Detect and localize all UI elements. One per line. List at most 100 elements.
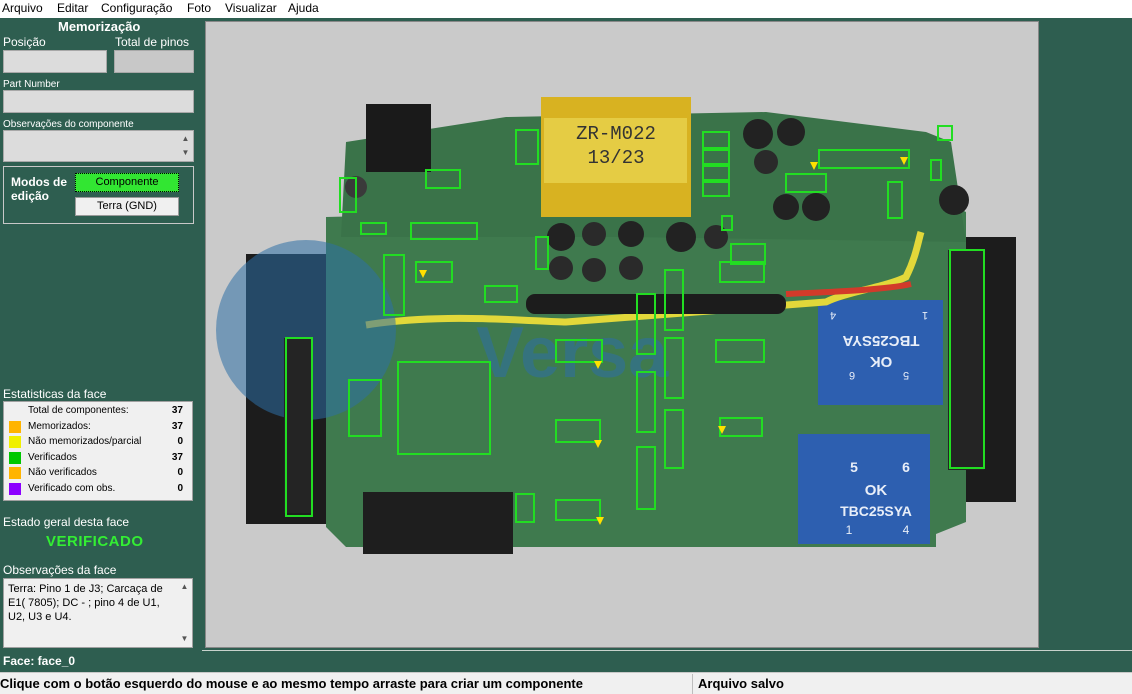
- component-box[interactable]: [702, 181, 730, 197]
- component-box[interactable]: [818, 149, 910, 169]
- face-stats-box: Total de componentes: 37 Memorizados: 37…: [3, 401, 193, 501]
- menu-foto[interactable]: Foto: [187, 1, 212, 15]
- position-label: Posição: [3, 35, 46, 49]
- relay-upper-ok: OK: [870, 353, 893, 370]
- capacitor: [549, 256, 573, 280]
- relay-lower-pin-1: 1: [846, 523, 853, 537]
- component-box[interactable]: [702, 149, 730, 165]
- component-box[interactable]: [702, 131, 730, 149]
- component-box[interactable]: [285, 337, 313, 517]
- component-box[interactable]: [785, 173, 827, 193]
- component-box[interactable]: [397, 361, 491, 455]
- watermark-logo: [216, 240, 396, 420]
- scroll-up-icon[interactable]: ▲: [181, 134, 190, 143]
- component-obs-label: Observações do componente: [3, 119, 134, 130]
- pcb-photo-canvas[interactable]: ZR-M022 13/23 TBC25SYA OK 4 1 6: [205, 21, 1039, 648]
- stat-value: 0: [177, 436, 183, 447]
- component-box[interactable]: [339, 177, 357, 213]
- stat-value: 37: [171, 421, 183, 432]
- face-obs-field[interactable]: Terra: Pino 1 de J3; Carcaça de E1( 7805…: [3, 578, 193, 648]
- position-field[interactable]: [3, 50, 107, 73]
- component-mode-button[interactable]: Componente: [75, 173, 179, 192]
- face-name: Face: face_0: [3, 654, 76, 668]
- menu-editar[interactable]: Editar: [57, 1, 89, 15]
- red-wire: [785, 281, 912, 297]
- component-obs-field[interactable]: ▲ ▼: [3, 130, 194, 162]
- component-box[interactable]: [555, 419, 601, 443]
- relay-upper: [818, 300, 943, 405]
- pin-marker-icon: [810, 162, 818, 170]
- stat-row-not-verified: Não verificados 0: [9, 466, 187, 480]
- scroll-up-icon[interactable]: ▲: [180, 582, 189, 591]
- photo-area: ZR-M022 13/23 TBC25SYA OK 4 1 6: [202, 18, 1132, 672]
- stat-value: 37: [171, 452, 183, 463]
- face-obs-title: Observações da face: [3, 563, 117, 577]
- component-box[interactable]: [360, 222, 387, 235]
- component-box[interactable]: [425, 169, 461, 189]
- top-heatsink: [366, 104, 431, 172]
- scroll-down-icon[interactable]: ▼: [180, 634, 189, 643]
- pin-marker-icon: [594, 440, 602, 448]
- menu-arquivo[interactable]: Arquivo: [2, 1, 43, 15]
- purple-swatch: [9, 483, 21, 495]
- pin-marker-icon: [596, 517, 604, 525]
- component-box[interactable]: [664, 337, 684, 399]
- component-box[interactable]: [636, 371, 656, 433]
- relay-upper-pin-1: 1: [922, 309, 928, 321]
- status-separator: [692, 674, 693, 694]
- component-box[interactable]: [555, 339, 603, 363]
- component-box[interactable]: [949, 249, 985, 469]
- part-number-field[interactable]: [3, 90, 194, 113]
- component-box[interactable]: [715, 339, 765, 363]
- relay-lower: [798, 434, 930, 544]
- component-box[interactable]: [515, 493, 535, 523]
- component-box[interactable]: [636, 293, 656, 355]
- stat-label: Total de componentes:: [28, 405, 129, 416]
- capacitor: [754, 150, 778, 174]
- component-box[interactable]: [535, 236, 549, 270]
- component-box[interactable]: [887, 181, 903, 219]
- component-box[interactable]: [415, 261, 453, 283]
- menu-ajuda[interactable]: Ajuda: [288, 1, 319, 15]
- component-box[interactable]: [730, 243, 766, 265]
- edit-modes-label-2: edição: [11, 189, 50, 203]
- relay-upper-label: TBC25SYA: [842, 332, 919, 349]
- stat-row-memorized: Memorizados: 37: [9, 420, 187, 434]
- pin-marker-icon: [900, 157, 908, 165]
- ground-mode-button[interactable]: Terra (GND): [75, 197, 179, 216]
- component-box[interactable]: [721, 215, 733, 231]
- terminal-block-right: [948, 250, 984, 470]
- component-box[interactable]: [636, 446, 656, 510]
- component-box[interactable]: [930, 159, 942, 181]
- stat-label: Verificado com obs.: [28, 483, 116, 494]
- total-pins-field[interactable]: [114, 50, 194, 73]
- component-box[interactable]: [664, 409, 684, 469]
- component-box[interactable]: [664, 269, 684, 331]
- capacitor: [618, 221, 644, 247]
- component-box[interactable]: [383, 254, 405, 316]
- relay-upper-pin-6: 6: [849, 369, 855, 381]
- component-box[interactable]: [719, 261, 765, 283]
- orange-swatch: [9, 467, 21, 479]
- component-box[interactable]: [555, 499, 601, 521]
- menu-visualizar[interactable]: Visualizar: [225, 1, 277, 15]
- scroll-down-icon[interactable]: ▼: [181, 148, 190, 157]
- stat-row-total: Total de componentes: 37: [9, 404, 187, 418]
- transformer-label-2: 13/23: [587, 147, 644, 169]
- divider: [202, 650, 1132, 651]
- component-box[interactable]: [515, 129, 539, 165]
- capacitor: [939, 185, 969, 215]
- relay-lower-pin-5: 5: [850, 459, 858, 475]
- component-box[interactable]: [702, 165, 730, 181]
- component-box[interactable]: [484, 285, 518, 303]
- menu-configuracao[interactable]: Configuração: [101, 1, 173, 15]
- pin-markers: [419, 157, 908, 525]
- pcb-photo[interactable]: ZR-M022 13/23 TBC25SYA OK 4 1 6: [206, 22, 1038, 647]
- component-box[interactable]: [937, 125, 953, 141]
- terminal-block-left: [284, 338, 312, 513]
- edit-modes-label-1: Modos de: [11, 175, 67, 189]
- capacitor: [582, 258, 606, 282]
- stat-value: 37: [171, 405, 183, 416]
- component-box[interactable]: [348, 379, 382, 437]
- component-box[interactable]: [410, 222, 478, 240]
